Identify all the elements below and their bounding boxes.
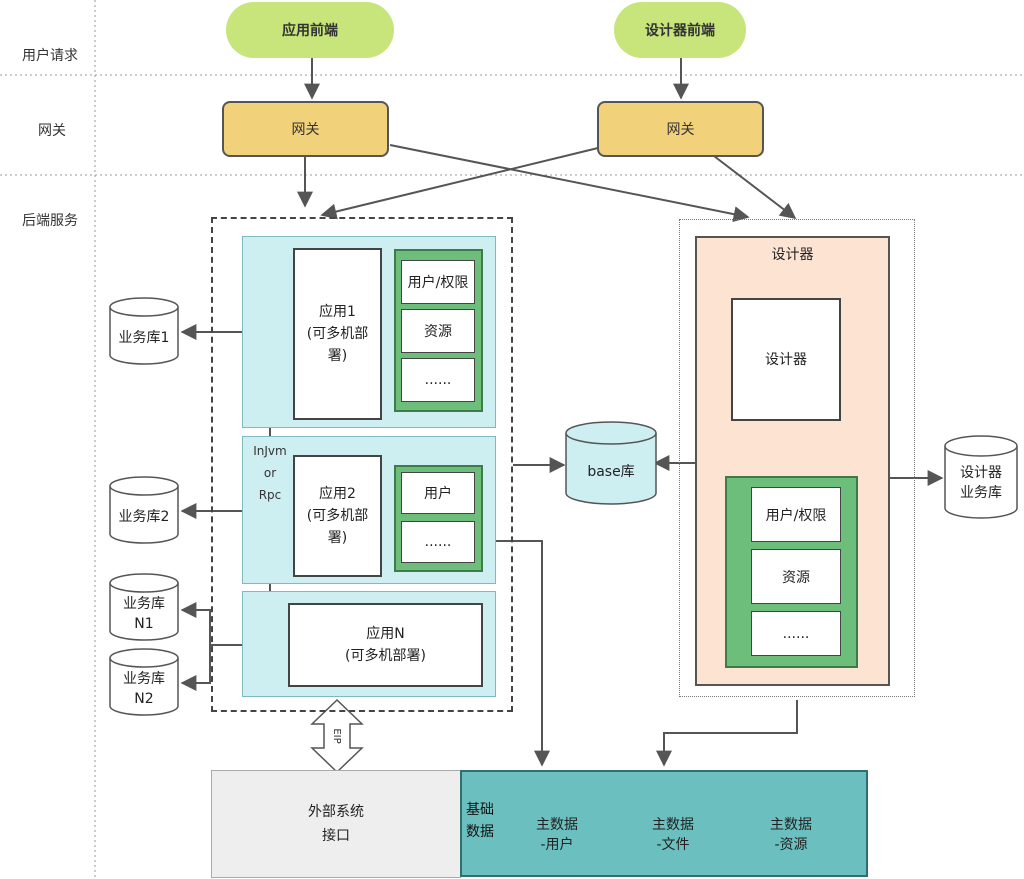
arrow-right-gw-to-apps [320, 147, 599, 220]
eip-label: EIP [331, 728, 343, 744]
db-designer-biz-line1: 设计器 [960, 465, 1002, 481]
app1-module-user-perm[interactable]: 用户/权限 [401, 260, 475, 304]
db-biz1-label: 业务库1 [118, 330, 170, 346]
gateway-left-label: 网关 [291, 122, 320, 138]
app-frontend[interactable]: 应用前端 [226, 2, 394, 58]
app1-module-resource[interactable]: 资源 [401, 309, 475, 353]
designer-cluster-container [679, 219, 915, 697]
db-bizN1-line2: N1 [134, 616, 154, 632]
app1-subtitle-end: 署) [327, 348, 348, 364]
arrow-appN-to-bizN [180, 602, 242, 646]
arrow-left-gw-to-designer [389, 144, 750, 223]
db-bizN1-line1: 业务库 [123, 596, 165, 612]
db-base-label: base库 [587, 464, 635, 480]
db-biz2-label: 业务库2 [118, 509, 170, 525]
master-file-line1: 主数据 [652, 817, 694, 833]
lane-label-gateway: 网关 [38, 123, 66, 139]
db-designer-biz-line2: 业务库 [960, 485, 1002, 501]
external-system-box[interactable]: 外部系统 接口 [211, 770, 461, 878]
app1-module-more[interactable]: ...... [401, 358, 475, 402]
lane-label-user-request: 用户请求 [22, 48, 78, 64]
app1-title: 应用1 [319, 304, 356, 320]
app2-module-more[interactable]: ...... [401, 521, 475, 563]
db-bizN1-label: 业务库 N1 [110, 592, 178, 636]
arrow-app2-to-basedata [476, 540, 550, 767]
db-cylinder-bizN2 [109, 648, 179, 716]
db-bizN2-line2: N2 [134, 691, 154, 707]
db-bizN2-line1: 业务库 [123, 671, 165, 687]
base-data-panel [460, 770, 868, 877]
apps-cluster-container [211, 217, 513, 712]
db-designer-biz-label: 设计器 业务库 [945, 459, 1017, 507]
appN-title: 应用N [366, 626, 405, 642]
db-bizN2-label: 业务库 N2 [110, 667, 178, 711]
appN-box[interactable]: 应用N (可多机部署) [288, 603, 483, 687]
gateway-left[interactable]: 网关 [222, 101, 389, 157]
designer-module-more[interactable]: ...... [751, 611, 841, 656]
designer-frontend[interactable]: 设计器前端 [614, 2, 746, 58]
master-resource-label: 主数据 -资源 [756, 810, 826, 860]
db-cylinder-designer-biz [944, 435, 1018, 519]
app2-subtitle-end: 署) [327, 530, 348, 546]
db-cylinder-bizN1 [109, 573, 179, 641]
arrow-right-gw-to-designer [713, 155, 797, 219]
master-user-line1: 主数据 [536, 817, 578, 833]
master-file-label: 主数据 -文件 [638, 810, 708, 860]
master-file-line2: -文件 [656, 837, 690, 853]
designer-title: 设计器 [771, 247, 814, 263]
injvm-rpc-label: InJvm or Rpc [250, 440, 290, 506]
master-user-label: 主数据 -用户 [522, 810, 592, 860]
designer-inner-box[interactable]: 设计器 [731, 298, 841, 421]
designer-frontend-label: 设计器前端 [645, 23, 715, 39]
injvm-label: InJvm [253, 444, 287, 458]
rpc-label: Rpc [258, 488, 282, 502]
gateway-right[interactable]: 网关 [597, 101, 764, 157]
app2-module-user[interactable]: 用户 [401, 472, 475, 514]
app2-box[interactable]: 应用2 (可多机部 署) [293, 455, 382, 577]
app-frontend-label: 应用前端 [282, 23, 338, 39]
db-cylinder-base [565, 421, 657, 505]
or-label: or [263, 466, 277, 480]
app1-subtitle: (可多机部 [306, 326, 369, 342]
db-cylinder-biz2 [109, 476, 179, 544]
db-cylinder-biz1 [109, 297, 179, 365]
app1-box[interactable]: 应用1 (可多机部 署) [293, 248, 382, 420]
master-user-line2: -用户 [540, 837, 574, 853]
external-system-line2: 接口 [322, 828, 350, 844]
external-system-line1: 外部系统 [308, 804, 364, 820]
app2-subtitle: (可多机部 [306, 508, 369, 524]
arrow-appN-to-bizN2 [180, 645, 211, 691]
master-resource-line2: -资源 [774, 837, 808, 853]
base-data-label-line2: 数据 [466, 824, 494, 840]
base-data-label-line1: 基础 [466, 802, 494, 818]
gateway-right-label: 网关 [666, 122, 695, 138]
designer-module-user-perm[interactable]: 用户/权限 [751, 487, 841, 542]
lane-label-backend: 后端服务 [22, 213, 78, 229]
arrow-designer-to-basedata [656, 700, 798, 767]
base-data-label: 基础 数据 [462, 796, 498, 846]
app2-title: 应用2 [319, 486, 356, 502]
designer-module-resource[interactable]: 资源 [751, 549, 841, 604]
appN-subtitle: (可多机部署) [345, 648, 426, 664]
master-resource-line1: 主数据 [770, 817, 812, 833]
